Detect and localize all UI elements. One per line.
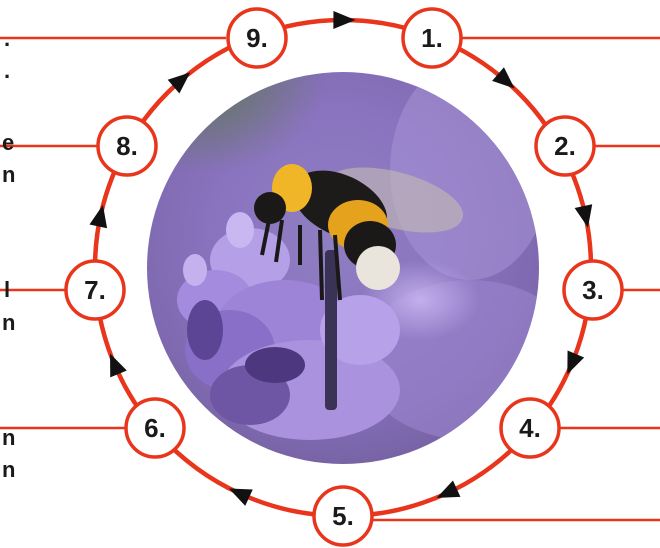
cycle-arrow <box>433 481 461 507</box>
stage-node-9: 9. <box>228 9 286 67</box>
stage-number-label: 8. <box>116 131 138 161</box>
cropped-text-fragment: . <box>4 60 10 82</box>
cycle-arrow <box>102 350 127 377</box>
stage-node-7: 7. <box>66 261 124 319</box>
stage-node-6: 6. <box>126 399 184 457</box>
cropped-text-fragment: n <box>2 459 15 481</box>
stage-number-label: 2. <box>554 131 576 161</box>
cropped-text-fragment: n <box>2 164 15 186</box>
stage-node-2: 2. <box>536 117 594 175</box>
stage-number-label: 6. <box>144 413 166 443</box>
stage-number-label: 7. <box>84 275 106 305</box>
stage-number-label: 5. <box>332 501 354 531</box>
cropped-text-fragment: . <box>4 28 10 50</box>
cropped-text-fragment: n <box>2 427 15 449</box>
cycle-arrow <box>559 350 584 377</box>
stage-node-4: 4. <box>501 399 559 457</box>
stage-number-label: 9. <box>246 23 268 53</box>
cropped-text-fragment: e <box>2 132 14 154</box>
stage-node-3: 3. <box>564 261 622 319</box>
stage-node-5: 5. <box>314 487 372 545</box>
stage-number-label: 1. <box>421 23 443 53</box>
cycle-arrow <box>333 11 355 29</box>
cropped-text-fragment: n <box>2 312 15 334</box>
cropped-text-fragment: l <box>4 279 10 301</box>
stage-number-label: 4. <box>519 413 541 443</box>
cycle-arrow <box>225 480 253 506</box>
stage-number-label: 3. <box>582 275 604 305</box>
stage-node-1: 1. <box>403 9 461 67</box>
stage-node-8: 8. <box>98 117 156 175</box>
